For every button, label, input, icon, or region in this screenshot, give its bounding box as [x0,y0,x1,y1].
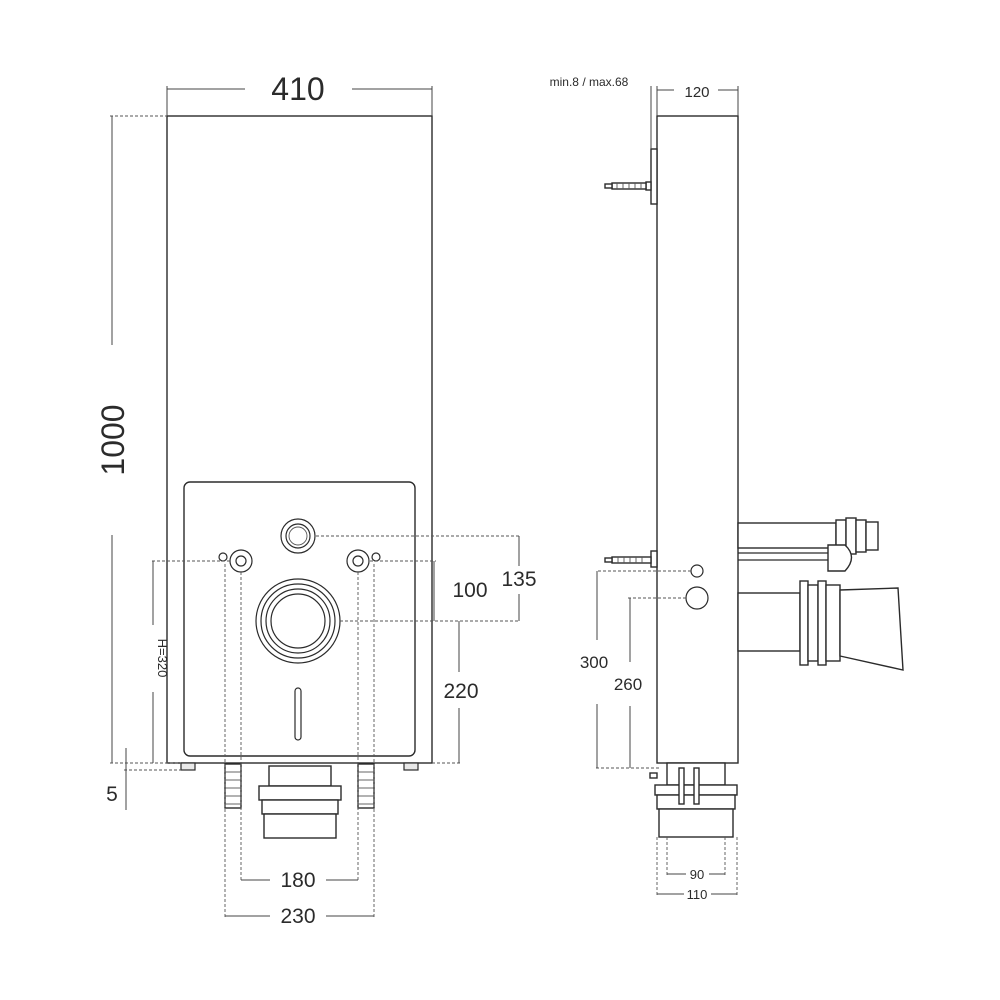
h-label: H=320 [155,639,170,678]
wall-label: min.8 / max.68 [550,75,629,89]
dim-135-label: 135 [501,568,536,591]
dim-260-label: 260 [614,675,642,694]
water-inlet [280,518,316,554]
threaded-rod-right [357,763,375,809]
flush-slot [294,687,302,741]
mounting-panel [183,481,416,757]
front-view: 410 1000 H=320 5 100 135 220 180 230 [95,71,537,928]
side-view: 120 min.8 / max.68 300 260 90 110 [550,75,904,902]
anchor-screw-middle [604,550,658,568]
dim-110-label: 110 [687,887,708,902]
supply-pipe [737,517,879,572]
dim-220-label: 220 [443,680,478,703]
wall-plate [650,148,658,205]
width-label: 410 [271,71,324,107]
foot-left [180,762,196,771]
depth-label: 120 [684,84,709,101]
dim-230-label: 230 [280,905,315,928]
side-frame [656,115,739,764]
foot-right [403,762,419,771]
waste-pipe [737,580,904,671]
threaded-rod-left [224,763,242,809]
side-bottom-pipe [649,762,738,838]
height-label: 1000 [95,404,131,475]
dim-300-label: 300 [580,653,608,672]
dim-180-label: 180 [280,869,315,892]
anchor-screw-top [604,181,652,191]
outlet-pipe [258,765,342,839]
dim-100-label: 100 [452,579,487,602]
offset-label: 5 [106,783,118,806]
dim-90-label: 90 [690,867,704,882]
